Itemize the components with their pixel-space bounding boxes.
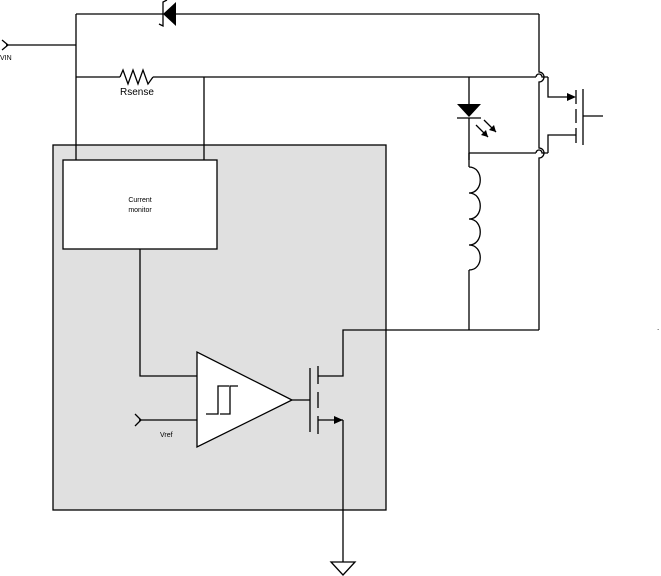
led-icon bbox=[457, 77, 497, 160]
current-monitor-block: Current monitor bbox=[62, 159, 218, 250]
rsense-label: Rsense bbox=[120, 87, 154, 98]
nmos-switch bbox=[309, 329, 539, 562]
hysteresis-icon bbox=[206, 385, 229, 415]
vin-label: VIN bbox=[0, 55, 12, 62]
inductor-icon bbox=[468, 153, 481, 330]
vin-input: VIN bbox=[0, 39, 76, 62]
schottky-diode-icon bbox=[76, 0, 539, 28]
comparator-icon bbox=[196, 350, 294, 449]
current-monitor-label-line1: Current bbox=[128, 197, 151, 204]
resistor-icon: Rsense bbox=[76, 68, 536, 98]
stray-dot: . bbox=[657, 323, 659, 332]
ground-icon bbox=[329, 561, 357, 576]
vref-label: Vref bbox=[160, 432, 173, 439]
vref-input: Vref bbox=[134, 413, 197, 439]
current-monitor-label-line2: monitor bbox=[128, 207, 152, 214]
external-fet bbox=[547, 77, 603, 153]
